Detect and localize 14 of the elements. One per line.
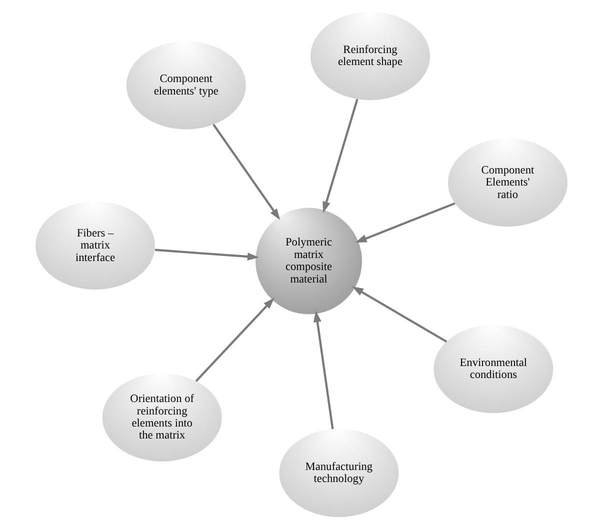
arrow	[212, 124, 280, 220]
arrow	[352, 286, 448, 343]
node-ellipse: Reinforcing element shape	[310, 12, 430, 100]
node-ellipse: Orientation of reinforcing elements into the matrix	[102, 373, 222, 462]
arrow	[313, 310, 334, 430]
arrow	[154, 248, 259, 261]
arrow	[355, 202, 456, 243]
node-ellipse: Fibers – matrix interface	[36, 202, 156, 290]
arrow	[322, 98, 358, 214]
node-ellipse: Component elements' type	[126, 41, 246, 130]
node-ellipse: Manufacturing technology	[279, 428, 399, 518]
arrow	[195, 298, 274, 382]
node-ellipse: Component Elements' ratio	[448, 138, 568, 227]
node-ellipse: Environmental conditions	[434, 324, 554, 414]
